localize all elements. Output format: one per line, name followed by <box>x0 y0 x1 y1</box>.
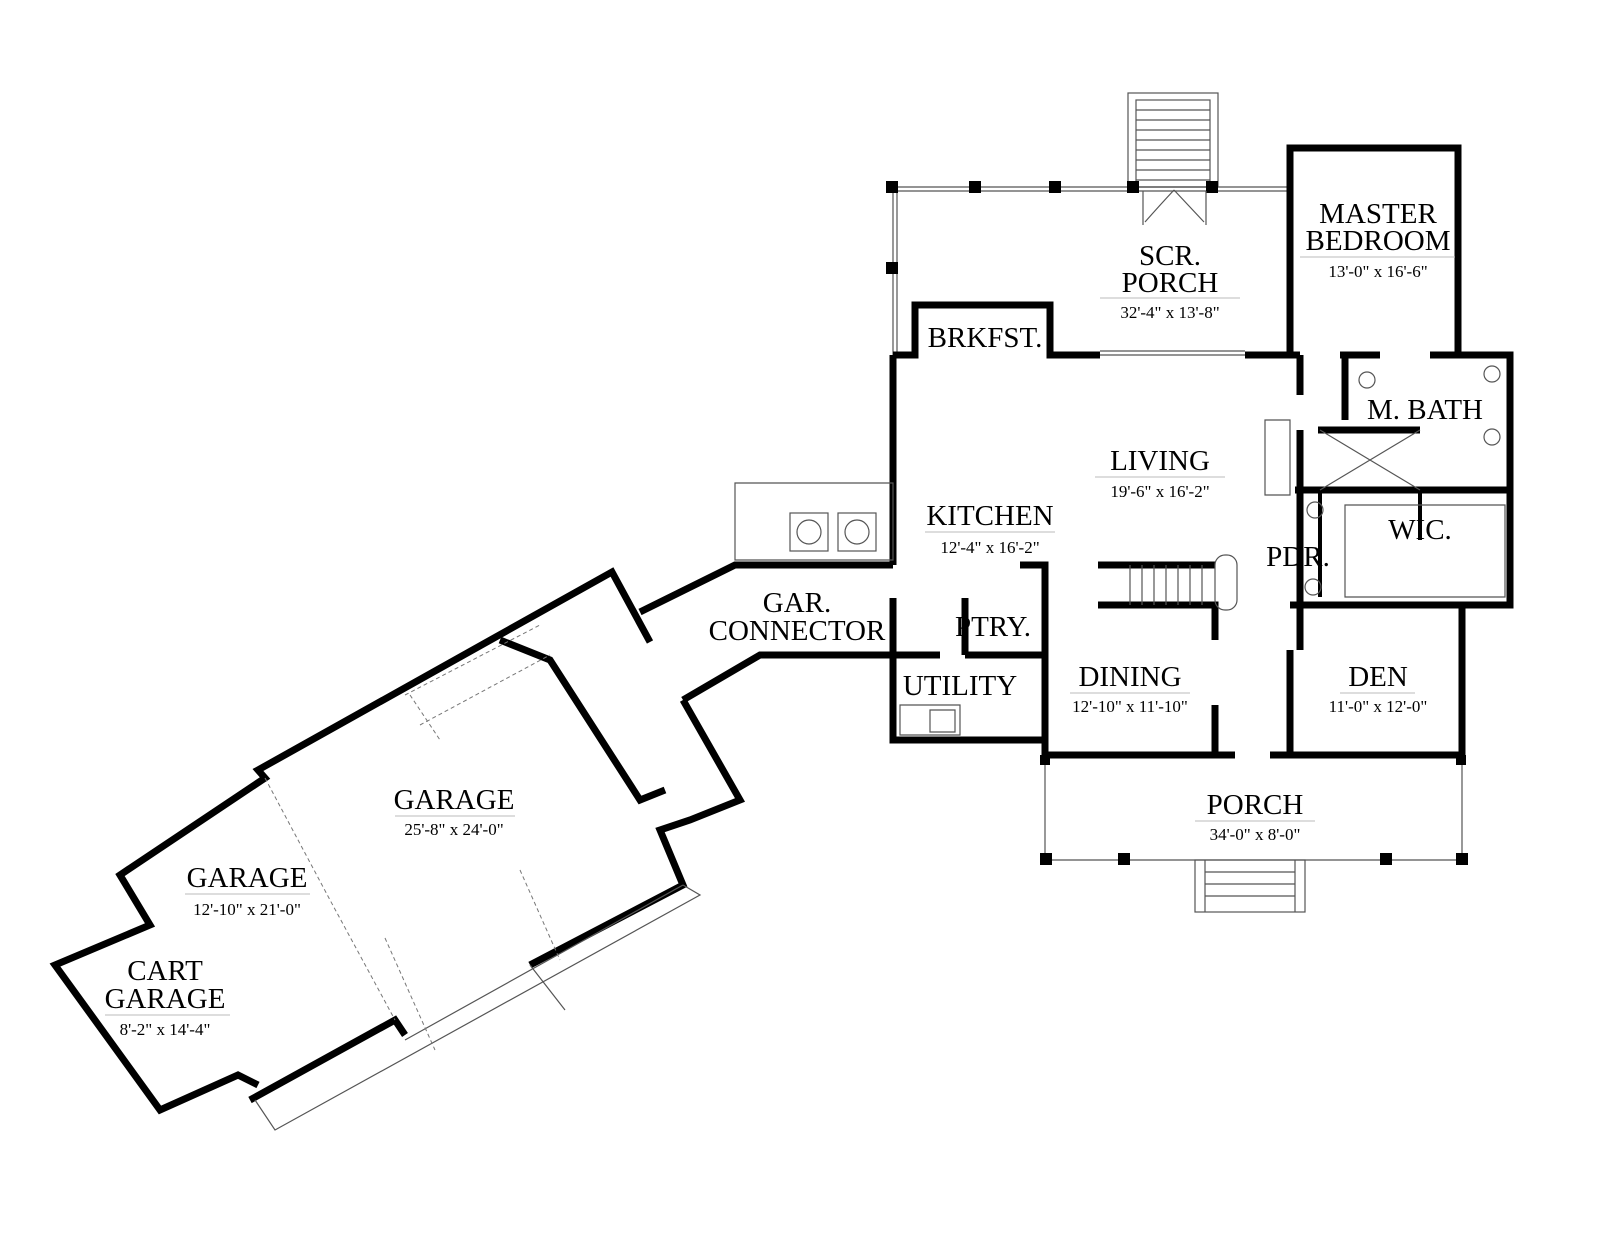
utility-label: UTILITY <box>903 670 1017 702</box>
porch-dims: 34'-0" x 8'-0" <box>1210 825 1301 844</box>
garage-connector-label: GAR. <box>763 587 831 619</box>
scr-porch-label: SCR. <box>1139 240 1201 272</box>
cart-garage-dims: 8'-2" x 14'-4" <box>120 1020 211 1039</box>
scr-porch-dims: 32'-4" x 13'-8" <box>1120 303 1219 322</box>
cart-garage-label: GARAGE <box>105 983 226 1015</box>
living-dims: 19'-6" x 16'-2" <box>1110 482 1209 501</box>
wic-label: WIC. <box>1388 514 1452 546</box>
breakfast-label: BRKFST. <box>928 322 1043 354</box>
den-dims: 11'-0" x 12'-0" <box>1329 697 1428 716</box>
scr-porch-label: PORCH <box>1122 267 1219 299</box>
kitchen-dims: 12'-4" x 16'-2" <box>940 538 1039 557</box>
master-bedroom-label: BEDROOM <box>1305 225 1450 257</box>
master-bedroom-label: MASTER <box>1319 198 1437 230</box>
rear-stairs <box>1127 92 1219 188</box>
garage-connector-label: CONNECTOR <box>709 615 886 647</box>
master-bedroom-dims: 13'-0" x 16'-6" <box>1328 262 1427 281</box>
powder-room-label: PDR. <box>1266 541 1330 573</box>
garage-main-dims: 25'-8" x 24'-0" <box>404 820 503 839</box>
garage-connector-walls <box>638 561 893 704</box>
screened-porch-walls <box>886 181 1290 355</box>
cart-garage-label: CART <box>127 955 203 987</box>
mudroom <box>734 482 894 561</box>
front-porch <box>1040 755 1468 913</box>
breakfast-bay-walls <box>893 301 1300 359</box>
garage-main-label: GARAGE <box>394 784 515 816</box>
living-label: LIVING <box>1110 445 1210 477</box>
garage-side-dims: 12'-10" x 21'-0" <box>193 900 301 919</box>
utility-pantry-walls <box>893 598 1049 659</box>
dining-den-walls <box>1041 610 1462 759</box>
room-labels: SCR. PORCH 32'-4" x 13'-8" MASTER BEDROO… <box>105 198 1483 1039</box>
kitchen-label: KITCHEN <box>926 500 1053 532</box>
master-bath-walls <box>1290 351 1514 755</box>
den-label: DEN <box>1348 661 1408 693</box>
master-bedroom-walls <box>1286 144 1462 355</box>
dining-dims: 12'-10" x 11'-10" <box>1072 697 1188 716</box>
master-bath-label: M. BATH <box>1367 394 1483 426</box>
interior-stairs <box>1020 554 1238 640</box>
porch-label: PORCH <box>1207 789 1304 821</box>
pantry-label: PTRY. <box>955 611 1031 643</box>
dining-label: DINING <box>1078 661 1181 693</box>
garage-side-label: GARAGE <box>187 862 308 894</box>
